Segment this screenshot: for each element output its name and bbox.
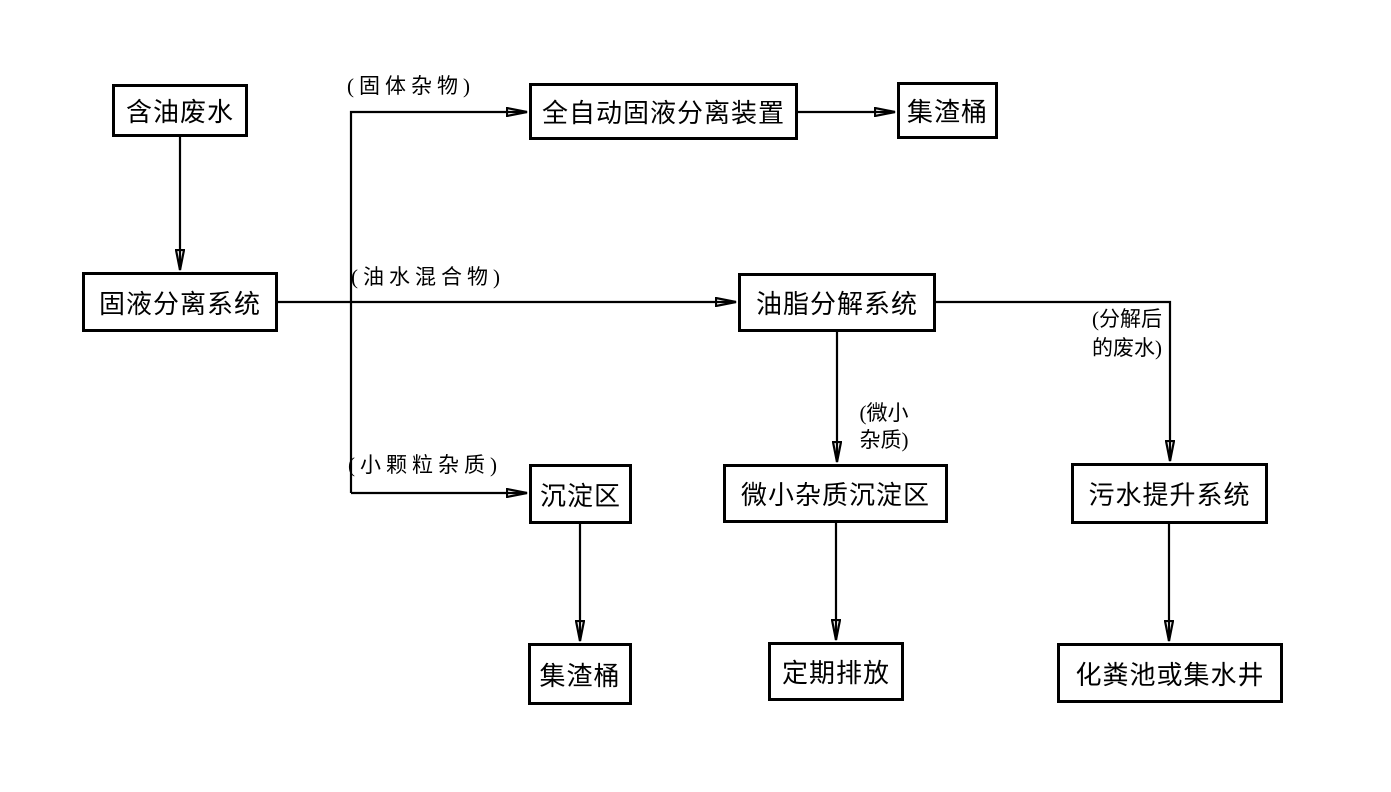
edge-label-tiny-impurities-line1: (微小	[859, 401, 909, 425]
node-sewage-lifting-system: 污水提升系统	[1071, 463, 1268, 524]
node-tiny-impurity-sedimentation-zone: 微小杂质沉淀区	[723, 464, 948, 523]
edge-label-decomposed-wastewater-line2: 的废水)	[1092, 336, 1162, 360]
edge-label-oil-water-mixture: (油水混合物)	[351, 265, 505, 289]
connector-grease-to-sewage-lifting	[936, 300, 1170, 461]
edge-label-tiny-impurities: (微小 杂质)	[851, 400, 917, 454]
node-solid-liquid-separation-system: 固液分离系统	[82, 272, 278, 332]
node-slag-bucket-bottom: 集渣桶	[528, 643, 632, 705]
connector-branch-to-auto-separator	[349, 112, 527, 493]
node-periodic-discharge: 定期排放	[768, 642, 904, 701]
edge-label-decomposed-wastewater-line1: (分解后	[1092, 307, 1162, 331]
edge-label-tiny-impurities-line2: 杂质)	[859, 428, 909, 452]
edge-label-solid-debris: (固体杂物)	[347, 74, 475, 98]
edge-label-small-particle-impurities: (小颗粒杂质)	[348, 453, 502, 477]
node-septic-tank-or-sump: 化粪池或集水井	[1057, 643, 1283, 703]
node-oily-wastewater: 含油废水	[112, 84, 248, 137]
node-grease-decomposition-system: 油脂分解系统	[738, 273, 936, 332]
node-slag-bucket-top: 集渣桶	[897, 82, 998, 139]
edge-label-decomposed-wastewater: (分解后 的废水)	[1086, 305, 1168, 363]
node-auto-solid-liquid-separator: 全自动固液分离装置	[529, 83, 798, 140]
node-sedimentation-zone: 沉淀区	[529, 464, 632, 524]
